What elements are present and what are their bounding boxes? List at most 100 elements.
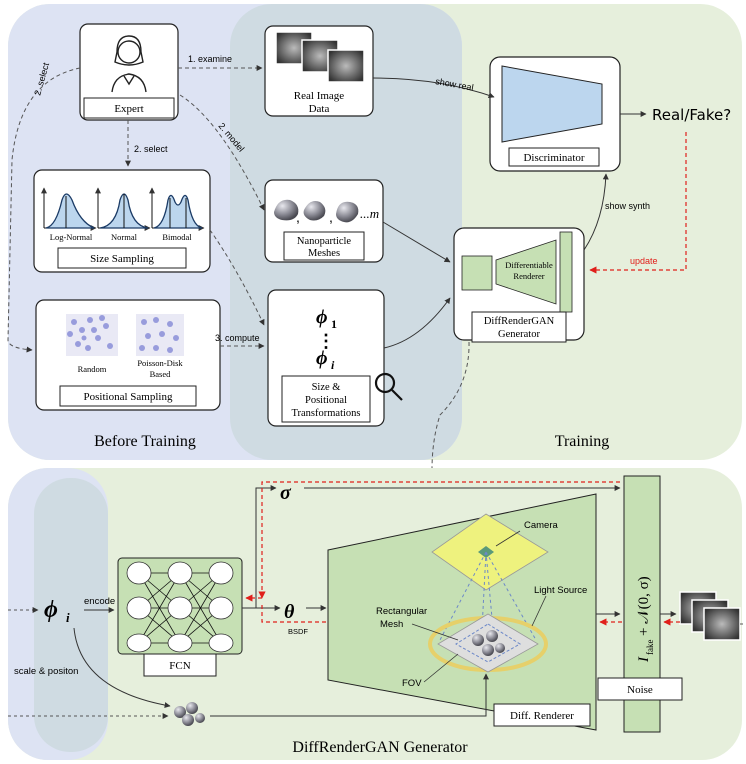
bimodal-label: Bimodal xyxy=(162,232,192,242)
positional-sampling-box: Random Poisson-Disk Based Positional Sam… xyxy=(35,299,221,411)
generator-title: DiffRenderGAN Generator xyxy=(292,739,468,756)
phi-1-subscript: 1 xyxy=(331,317,337,331)
real-image-label-line1: Real Image xyxy=(294,90,345,102)
poisson-disk-scatter xyxy=(136,314,184,356)
theta-subscript: BSDF xyxy=(288,627,308,636)
theta-symbol: θ xyxy=(284,601,295,623)
transform-label-line2: Positional xyxy=(305,395,347,406)
poisson-label-line1: Poisson-Disk xyxy=(137,358,183,368)
generator-box: Differentiable Renderer DiffRenderGAN Ge… xyxy=(453,227,585,343)
fov-region xyxy=(455,623,521,663)
noise-formula-i: I xyxy=(636,656,652,663)
transformations-box: ϕ 1 ⋮ ϕ i Size & Positional Transformati… xyxy=(267,289,385,427)
edge-model xyxy=(179,94,265,211)
gen-input-block xyxy=(461,255,493,291)
person-icon xyxy=(111,35,147,93)
phi-i: ϕ xyxy=(316,347,328,369)
gen-renderer-shape xyxy=(495,239,557,305)
real-fake-label: Real/Fake? xyxy=(652,106,731,124)
grad-theta-back xyxy=(261,602,326,623)
edge-update xyxy=(589,132,687,274)
magnifier-icon xyxy=(374,372,403,401)
expert-label: Expert xyxy=(114,103,143,115)
noise-formula-sub: fake xyxy=(645,640,655,656)
phi-1: ϕ xyxy=(316,306,328,328)
noise-label: Noise xyxy=(627,684,653,696)
bottom-left-overlap xyxy=(34,478,108,752)
grad-sigma-to-fcn xyxy=(258,481,620,599)
discriminator-box: Discriminator xyxy=(489,56,621,172)
edge-select-left xyxy=(7,67,81,353)
edge-compute-label: 3. compute xyxy=(215,333,260,343)
light-source-leader xyxy=(531,595,547,627)
edge-particles-to-mesh xyxy=(210,673,489,717)
edge-update-label: update xyxy=(630,256,658,266)
edge-show-real xyxy=(372,77,495,99)
fov-label: FOV xyxy=(402,678,422,689)
rectangular-mesh xyxy=(437,613,539,673)
edge-show-synth xyxy=(583,173,609,251)
diff-renderer-inner-line1: Differentiable xyxy=(505,260,553,270)
scaled-particles xyxy=(174,702,205,726)
transform-label-line1: Size & xyxy=(312,382,341,393)
normal-plot xyxy=(95,187,151,231)
camera-leader xyxy=(495,530,521,547)
lognormal-plot xyxy=(41,187,97,231)
lognormal-label: Log-Normal xyxy=(50,232,93,242)
nano-label-line1: Nanoparticle xyxy=(297,236,352,247)
gen-noise-block xyxy=(559,231,573,313)
edge-meshes-to-generator xyxy=(382,221,451,263)
light-source-label: Light Source xyxy=(534,585,587,596)
size-sampling-label: Size Sampling xyxy=(90,253,154,265)
fcn-box: FCN xyxy=(117,557,243,677)
edge-examine-label: 1. examine xyxy=(188,54,232,64)
discriminator-label: Discriminator xyxy=(523,152,584,164)
edge-transform-to-generator xyxy=(383,297,451,349)
training-label: Training xyxy=(555,433,610,450)
noise-formula: I fake + 𝒩(0, σ) xyxy=(636,576,655,663)
particles-on-mesh xyxy=(472,630,505,656)
before-training-label: Before Training xyxy=(94,433,196,450)
expert-box: Expert xyxy=(79,23,179,121)
phi-input-subscript: i xyxy=(66,610,70,625)
normal-label: Normal xyxy=(111,232,138,242)
transform-label-line3: Transformations xyxy=(291,408,360,419)
particle-mesh-icons xyxy=(274,199,359,223)
fcn-label: FCN xyxy=(169,660,190,672)
comma-2: , xyxy=(329,209,333,225)
poisson-label-line2: Based xyxy=(150,369,172,379)
rect-mesh-label-line2: Mesh xyxy=(380,619,403,630)
nano-m-label: ...m xyxy=(360,206,379,221)
random-scatter xyxy=(66,314,118,356)
diff-renderer-inner-line2: Renderer xyxy=(513,271,544,281)
rect-mesh-leader xyxy=(411,623,459,641)
edge-select-mid-label: 2. select xyxy=(134,144,168,154)
top-edges xyxy=(7,65,687,471)
fov-leader xyxy=(423,653,459,683)
bottom-edges xyxy=(8,481,746,719)
phi-input: ϕ xyxy=(44,597,58,623)
generator-label-line2: Generator xyxy=(498,329,540,340)
edge-size-to-transform xyxy=(209,229,265,326)
size-sampling-box: Log-Normal Normal Bimodal Size Sampling xyxy=(33,169,211,273)
fcn-neurons xyxy=(126,561,234,653)
real-image-label-line2: Data xyxy=(309,103,330,115)
edge-show-synth-label: show synth xyxy=(605,201,650,211)
vertical-dots: ⋮ xyxy=(317,331,335,351)
edge-scale-position xyxy=(73,627,171,709)
discriminator-shape xyxy=(501,65,603,143)
real-image-box: Real Image Data xyxy=(264,25,374,117)
top-section: Expert Real Image Data Discriminator Rea… xyxy=(7,4,742,471)
diff-renderer-label: Diff. Renderer xyxy=(510,710,574,722)
bimodal-plot xyxy=(149,187,205,231)
positional-sampling-label: Positional Sampling xyxy=(84,391,173,403)
noise-formula-rest: + 𝒩(0, σ) xyxy=(636,576,652,636)
nano-label-line2: Meshes xyxy=(308,248,340,259)
encode-label: encode xyxy=(84,596,115,607)
random-label: Random xyxy=(78,364,107,374)
nanoparticle-box: , , ...m Nanoparticle Meshes xyxy=(264,179,384,263)
phi-i-subscript: i xyxy=(331,358,335,372)
output-image-stack-icon xyxy=(679,591,741,641)
